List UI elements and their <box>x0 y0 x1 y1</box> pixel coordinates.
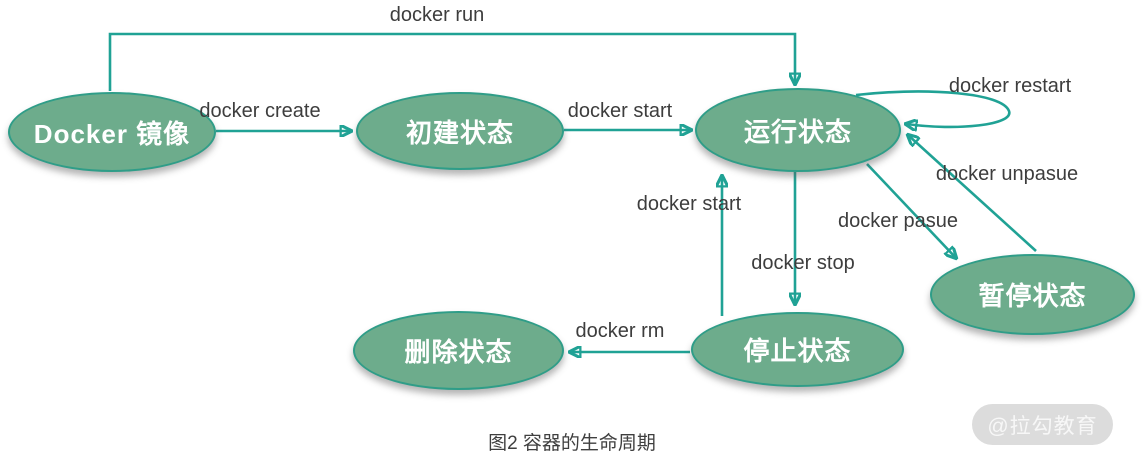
edge-label-docker-rm: docker rm <box>575 320 665 342</box>
node-running-state: 运行状态 <box>695 88 901 172</box>
edge-docker-run-arrow <box>108 32 795 91</box>
edge-label-docker-create: docker create <box>199 100 321 122</box>
edge-docker-pause-arrow <box>866 163 956 258</box>
edge-label-docker-run: docker run <box>389 4 485 26</box>
edge-label-docker-start-1: docker start <box>567 100 673 122</box>
edge-label-docker-stop: docker stop <box>751 252 855 274</box>
edge-label-docker-unpause: docker unpasue <box>935 163 1079 185</box>
watermark-badge: @拉勾教育 <box>972 404 1113 445</box>
node-created-state: 初建状态 <box>356 92 564 170</box>
edge-docker-unpause-arrow <box>908 135 1037 252</box>
node-removed-state: 删除状态 <box>353 311 564 390</box>
node-stopped-state: 停止状态 <box>691 312 904 387</box>
node-docker-image: Docker 镜像 <box>8 92 216 172</box>
edge-label-docker-pause: docker pasue <box>837 210 959 232</box>
edge-docker-restart-arrow <box>855 90 1011 127</box>
edge-label-docker-start-2: docker start <box>636 193 742 215</box>
node-paused-state: 暂停状态 <box>930 254 1135 335</box>
edge-label-docker-restart: docker restart <box>948 75 1072 97</box>
figure-caption: 图2 容器的生命周期 <box>488 433 656 454</box>
